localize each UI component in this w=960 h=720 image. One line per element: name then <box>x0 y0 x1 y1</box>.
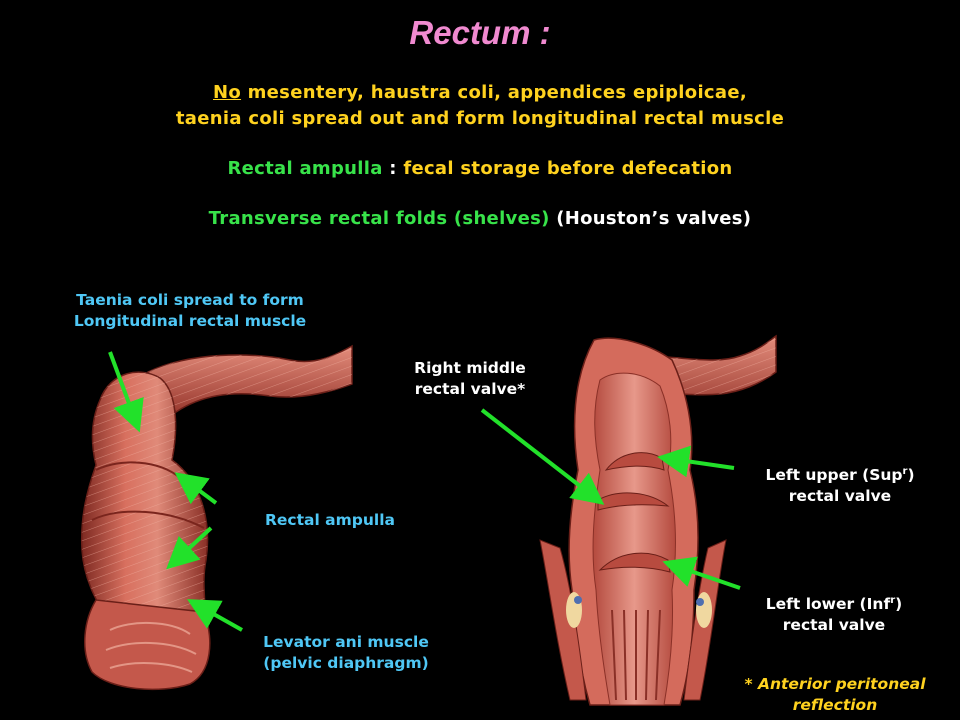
left-upper-rectal-valve <box>604 452 665 471</box>
left-lower-label-line-1: Left lower (Infr) <box>734 590 934 615</box>
right-middle-rectal-valve <box>597 492 670 511</box>
right-middle-valve-label: Right middle rectal valve* <box>380 358 560 400</box>
levator-label-line-1: Levator ani muscle <box>263 633 429 651</box>
left-lower-text: Left lower (Inf <box>765 595 891 614</box>
taenia-label-line-1: Taenia coli spread to form <box>76 291 304 309</box>
arrow-ampulla-1 <box>174 472 218 505</box>
left-upper-label-line-1: Left upper (Supr) <box>740 461 940 486</box>
arrow-right-middle <box>480 408 605 505</box>
header-line-1: No mesentery, haustra coli, appendices e… <box>0 82 960 103</box>
right-middle-label-line-1: Right middle <box>414 359 526 377</box>
header-line-3: Rectal ampulla : fecal storage before de… <box>0 158 960 179</box>
rectal-ampulla-term: Rectal ampulla <box>227 158 383 179</box>
header-line-1-rest: mesentery, haustra coli, appendices epip… <box>241 82 747 103</box>
footnote: * Anterior peritoneal reflection <box>720 674 950 716</box>
footnote-line-2: reflection <box>792 696 878 714</box>
levator-ani-label: Levator ani muscle (pelvic diaphragm) <box>236 632 456 674</box>
left-lower-superscript: r <box>890 595 896 606</box>
left-lower-valve-label: Left lower (Infr) rectal valve <box>734 590 934 636</box>
header-line-2: taenia coli spread out and form longitud… <box>175 108 785 129</box>
taenia-coli-label: Taenia coli spread to form Longitudinal … <box>40 290 340 332</box>
left-levator-muscle <box>539 539 587 701</box>
slide-title: Rectum : <box>409 14 551 51</box>
footnote-line-1: * Anterior peritoneal <box>744 675 926 693</box>
left-lower-label-line-2: rectal valve <box>782 616 886 635</box>
left-upper-close: ) <box>907 466 915 485</box>
arrow-ampulla-2 <box>166 526 213 570</box>
left-upper-valve-label: Left upper (Supr) rectal valve <box>740 461 940 507</box>
left-lower-close: ) <box>895 595 903 614</box>
header-line-4: Transverse rectal folds (shelves) (Houst… <box>0 208 960 229</box>
arrow-left-lower <box>662 556 741 590</box>
houstons-valves: (Houston’s valves) <box>549 208 752 229</box>
taenia-label-line-2: Longitudinal rectal muscle <box>73 312 307 330</box>
transverse-folds-term: Transverse rectal folds (shelves) <box>208 208 550 229</box>
rectal-ampulla-label: Rectal ampulla <box>264 511 396 529</box>
rectal-ampulla-definition: fecal storage before defecation <box>403 158 733 179</box>
arrow-left-upper <box>657 445 735 478</box>
left-upper-superscript: r <box>902 466 908 477</box>
colon-separator: : <box>382 158 404 179</box>
left-lower-rectal-valve <box>598 552 671 573</box>
no-word: No <box>213 82 242 103</box>
left-upper-text: Left upper (Sup <box>765 466 903 485</box>
arrow-levator <box>187 599 243 632</box>
levator-label-line-2: (pelvic diaphragm) <box>263 654 429 672</box>
arrow-taenia <box>108 351 144 433</box>
right-middle-label-line-2: rectal valve* <box>414 380 526 398</box>
left-upper-label-line-2: rectal valve <box>788 487 892 506</box>
